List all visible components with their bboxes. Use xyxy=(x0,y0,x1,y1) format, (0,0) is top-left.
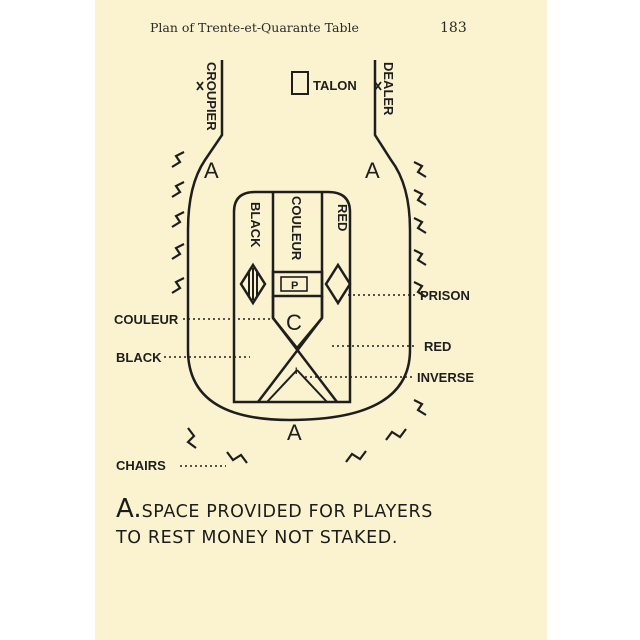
chair-bottom-1 xyxy=(186,427,197,449)
chair-left-3 xyxy=(171,211,185,228)
chair-right-6 xyxy=(413,399,427,416)
chair-right-2 xyxy=(413,189,427,206)
caption-text-1: SPACE PROVIDED FOR PLAYERS xyxy=(141,502,434,522)
chair-right-3 xyxy=(413,217,427,234)
dealer-x-mark xyxy=(374,81,382,91)
inner-layout xyxy=(232,190,352,404)
space-marker-bottom: A xyxy=(287,420,302,445)
croupier-x-mark xyxy=(196,81,204,91)
callout-couleur: COULEUR xyxy=(114,312,179,327)
red-diamond xyxy=(324,262,352,306)
callout-red: RED xyxy=(424,339,451,354)
black-diamond xyxy=(239,262,267,306)
label-red-column: RED xyxy=(335,204,350,231)
chair-left-4 xyxy=(171,243,185,260)
chair-left-5 xyxy=(171,277,185,294)
label-c: C xyxy=(286,310,302,335)
figure-caption: A.SPACE PROVIDED FOR PLAYERS TO REST MON… xyxy=(116,496,496,551)
callout-chairs: CHAIRS xyxy=(116,458,166,473)
chair-bottom-2 xyxy=(226,451,248,464)
talon-box xyxy=(291,71,309,95)
space-marker-top-left: A xyxy=(204,158,219,183)
caption-letter: A. xyxy=(116,494,142,524)
label-croupier: CROUPIER xyxy=(204,62,219,131)
label-dealer: DEALER xyxy=(381,62,396,116)
chair-bottom-3 xyxy=(345,450,367,463)
callout-inverse: INVERSE xyxy=(417,370,474,385)
label-p: P xyxy=(291,280,298,292)
inverse-line-1 xyxy=(266,369,298,403)
chair-left-1 xyxy=(171,151,185,168)
label-talon: TALON xyxy=(313,78,357,93)
chair-right-1 xyxy=(413,161,427,178)
prison-box xyxy=(271,270,324,298)
callout-prison: PRISON xyxy=(420,288,470,303)
callout-black: BLACK xyxy=(116,350,162,365)
label-couleur-column: COULEUR xyxy=(289,196,304,261)
page-number: 183 xyxy=(440,20,467,36)
chair-left-2 xyxy=(171,181,185,198)
space-marker-top-right: A xyxy=(365,158,380,183)
label-black-column: BLACK xyxy=(248,202,263,248)
label-i: I xyxy=(295,366,298,376)
chair-bottom-4 xyxy=(385,428,407,441)
cross-line-2 xyxy=(272,317,338,403)
caption-line-2: TO REST MONEY NOT STAKED. xyxy=(116,528,398,548)
running-head: Plan of Trente-et-Quarante Table xyxy=(150,20,359,35)
p-box xyxy=(280,276,308,292)
inverse-line-2 xyxy=(296,369,328,403)
table-outline xyxy=(186,60,412,422)
chair-right-4 xyxy=(413,249,427,266)
cross-line-1 xyxy=(257,317,323,403)
caption-line-1: A.SPACE PROVIDED FOR PLAYERS xyxy=(116,496,496,525)
chair-right-5 xyxy=(413,281,427,298)
